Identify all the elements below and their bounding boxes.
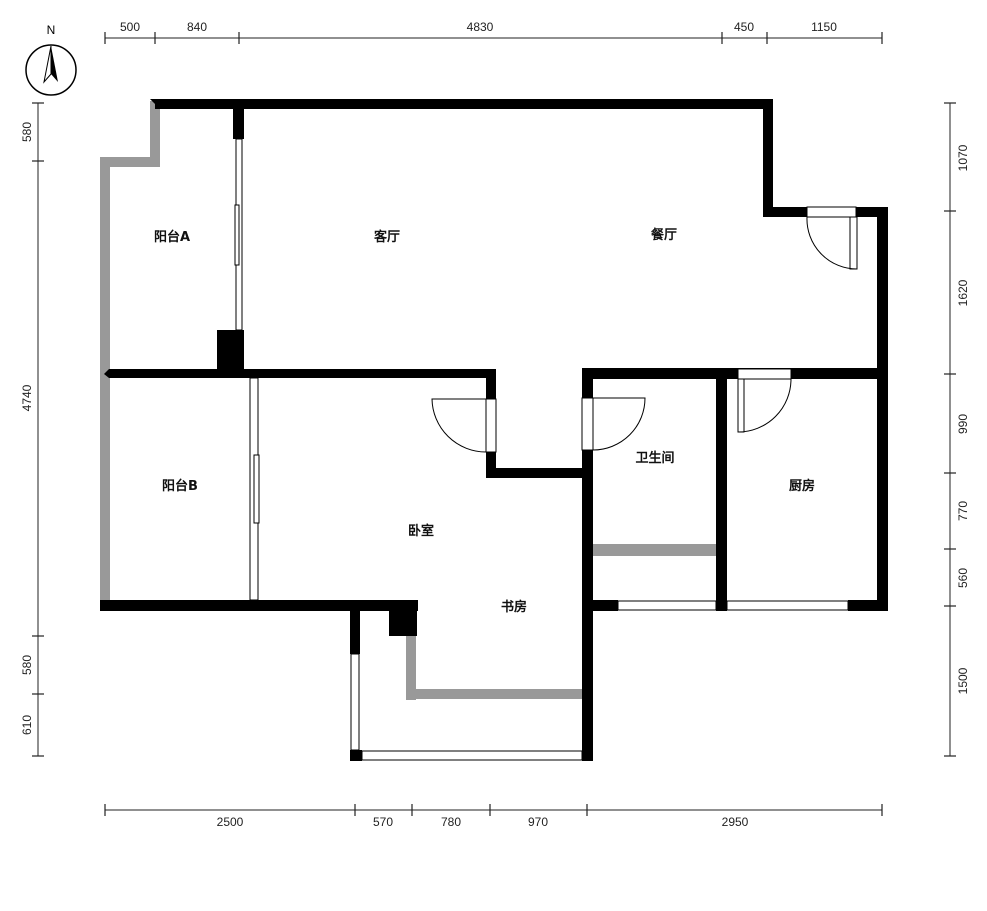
dimension-left: 580 4740 580 610	[20, 102, 44, 757]
dim-bottom-3: 970	[528, 815, 548, 829]
dim-bottom-2: 780	[441, 815, 461, 829]
label-study: 书房	[501, 599, 527, 615]
compass-needle-left	[43, 45, 52, 84]
entrance-door-swing	[806, 216, 858, 270]
label-balcony-b: 阳台B	[162, 478, 198, 494]
right-exterior-wall	[877, 207, 888, 611]
balcony-b-bottom-wall	[100, 600, 418, 611]
dining-step-wall-left	[763, 207, 807, 217]
bathroom-bottom-wall	[582, 600, 618, 611]
dim-right-1: 1620	[956, 279, 970, 306]
compass-circle	[25, 44, 77, 96]
balcony-step-wall-vertical	[150, 101, 160, 165]
study-bottom-window	[361, 750, 583, 761]
dimension-bottom: 2500 570 780 970 2950	[104, 804, 883, 829]
study-bay-wall-left	[350, 600, 360, 654]
structural-walls	[100, 99, 888, 761]
kitchen-window	[726, 600, 849, 611]
bathroom-window	[617, 600, 717, 611]
top-exterior-wall	[155, 99, 773, 109]
compass-needle-right	[51, 46, 58, 82]
study-partition-vertical	[406, 630, 416, 700]
partition-walls	[100, 101, 722, 700]
dining-step-wall-right	[856, 207, 888, 217]
bedroom-door-swing	[431, 398, 487, 453]
kitchen-door-leaf	[737, 378, 745, 433]
label-living-room: 客厅	[374, 229, 400, 245]
kitchen-door-swing	[737, 378, 792, 433]
dim-bottom-0: 2500	[217, 815, 244, 829]
dim-bottom-1: 570	[373, 815, 393, 829]
entrance-door-leaf	[849, 216, 858, 270]
kitchen-bottom-wall	[848, 600, 888, 611]
label-dining-room: 餐厅	[650, 227, 677, 243]
room-labels: 阳台A 客厅 餐厅 阳台B 卧室 书房 卫生间 厨房	[154, 227, 815, 615]
dim-top-3: 450	[734, 20, 754, 34]
dim-left-0: 580	[20, 122, 34, 142]
bath-kitchen-divider	[716, 368, 727, 611]
bathroom-partition	[587, 544, 722, 556]
dim-top-1: 840	[187, 20, 207, 34]
dim-right-0: 1070	[956, 144, 970, 171]
dim-right-3: 770	[956, 501, 970, 521]
balcony-a-wall-top	[233, 107, 244, 139]
balcony-step-wall-horizontal	[100, 157, 160, 167]
dim-left-2: 580	[20, 655, 34, 675]
study-left-window	[350, 653, 360, 751]
study-column	[389, 600, 417, 636]
dim-left-1: 4740	[20, 384, 34, 411]
label-balcony-a: 阳台A	[154, 229, 190, 245]
dim-top-2: 4830	[467, 20, 494, 34]
balcony-outer-wall	[100, 157, 110, 610]
label-kitchen: 厨房	[789, 478, 815, 494]
dimension-top: 500 840 4830 450 1150	[104, 20, 883, 44]
dim-bottom-4: 2950	[722, 815, 749, 829]
bedroom-door-wall-bottom	[486, 452, 496, 478]
bathroom-door-wall-top	[582, 368, 593, 398]
dim-right-5: 1500	[956, 667, 970, 694]
dim-top-4: 1150	[811, 20, 837, 34]
corridor-bottom-wall	[486, 468, 592, 478]
dimension-right: 1070 1620 990 770 560 1500	[944, 102, 970, 757]
label-bedroom: 卧室	[408, 523, 434, 539]
label-bathroom: 卫生间	[635, 450, 674, 466]
structural-column	[217, 330, 244, 372]
bathroom-door-swing	[592, 397, 646, 451]
dim-right-2: 990	[956, 414, 970, 434]
dim-right-4: 560	[956, 568, 970, 588]
dim-top-0: 500	[120, 20, 140, 34]
study-partition-horizontal	[406, 689, 584, 699]
windows	[234, 138, 849, 761]
dim-left-3: 610	[20, 715, 34, 735]
dining-step-wall-vertical	[763, 99, 773, 217]
middle-horizontal-wall	[104, 369, 496, 378]
north-label: N	[47, 23, 56, 37]
bedroom-door-wall-top	[486, 369, 496, 399]
compass: N	[25, 23, 77, 96]
doors	[431, 206, 858, 453]
bath-kitchen-top-wall	[582, 368, 888, 379]
